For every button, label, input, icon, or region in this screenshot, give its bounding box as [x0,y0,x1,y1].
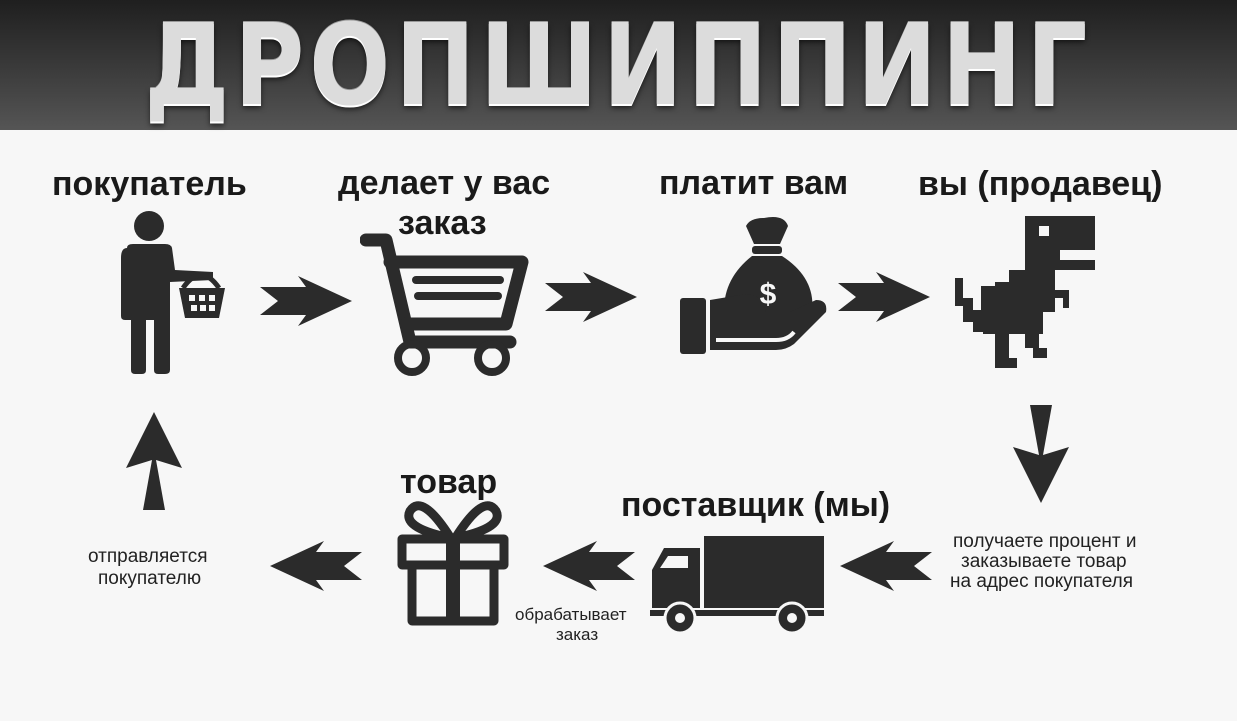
step-label-pays: платит вам [659,164,849,202]
note-process-1: обрабатывает [515,605,627,624]
header-banner: ДРОПШИППИНГ [0,0,1237,130]
step-label-buyer: покупатель [52,165,247,203]
note-ship-2: покупателю [98,568,202,589]
arrow-left-icon [543,541,635,591]
note-percent-1: получаете процент и [953,531,1137,552]
money-bag-hand-icon: $ [676,216,831,361]
step-label-goods: товар [400,463,498,501]
step-label-order-1: делает у вас [338,164,551,202]
arrow-right-icon [260,276,352,326]
page-title: ДРОПШИППИНГ [144,1,1093,131]
buyer-person-icon [115,210,235,375]
shopping-cart-icon [360,232,535,377]
arrow-left-icon [270,541,362,591]
note-process-2: заказ [556,625,599,644]
step-label-order-2: заказ [398,204,487,242]
step-label-seller: вы (продавец) [918,165,1163,203]
note-percent-3: на адрес покупателя [950,571,1134,592]
gift-box-icon [394,497,512,627]
delivery-truck-icon [650,534,825,636]
note-ship-1: отправляется [88,546,208,567]
step-label-supplier: поставщик (мы) [621,486,891,524]
arrow-right-icon [545,272,637,322]
dollar-symbol: $ [760,278,777,311]
note-percent-2: заказываете товар [961,551,1127,572]
arrow-up-icon [126,412,182,510]
arrow-down-icon [1013,405,1069,503]
arrow-right-icon [838,272,930,322]
arrow-left-icon [840,541,932,591]
pixel-dinosaur-icon [955,214,1105,379]
